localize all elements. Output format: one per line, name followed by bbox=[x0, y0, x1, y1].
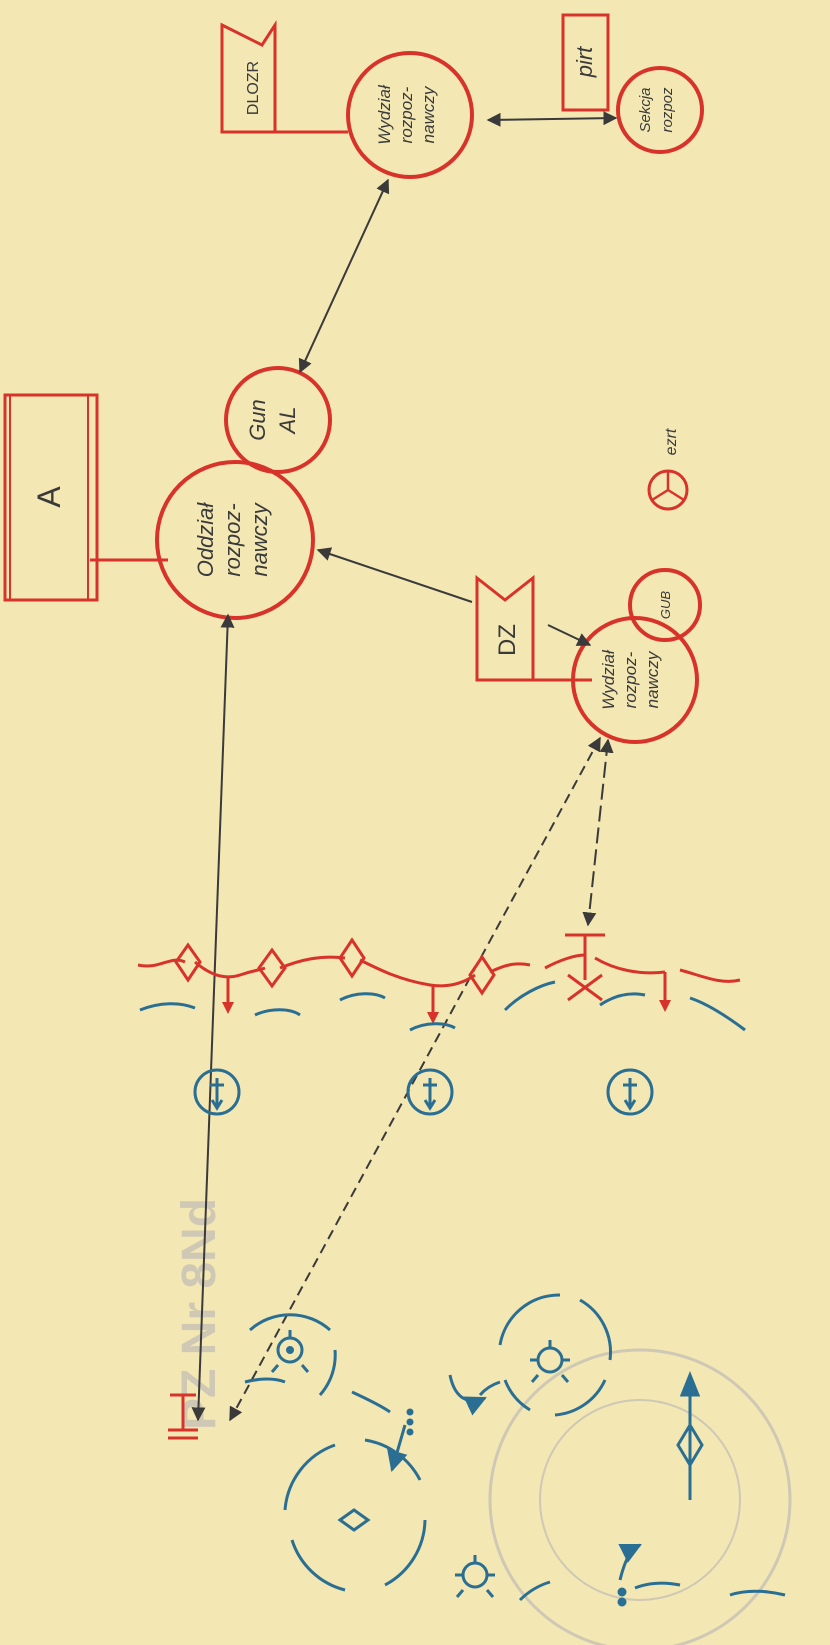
red-barrier-symbol bbox=[168, 1393, 198, 1440]
blue-hatched-lines bbox=[139, 980, 786, 1602]
wydzial-top-label-3: nawczy bbox=[419, 85, 438, 143]
blue-dashed-circle-top bbox=[249, 1313, 337, 1396]
blue-bottom-arrow-dots bbox=[617, 1543, 642, 1607]
box-a-symbol: A bbox=[3, 393, 168, 602]
blue-unit-1 bbox=[193, 1068, 241, 1116]
connector-arrows bbox=[191, 111, 618, 1422]
blue-bottom-sun-symbol bbox=[455, 1555, 495, 1598]
gub-label: GUB bbox=[658, 591, 673, 620]
sekcja-label-1: Sekcja bbox=[637, 87, 654, 132]
pirt-label: pirt bbox=[572, 46, 597, 78]
gun-al-label-1: Gun bbox=[245, 399, 270, 441]
arrow-oddzial-left bbox=[191, 613, 235, 1422]
oddzial-circle: Oddział rozpoz- nawczy bbox=[155, 460, 315, 620]
gun-al-circle: Gun AL bbox=[224, 366, 332, 474]
blue-dashed-circle-lower bbox=[283, 1424, 427, 1592]
gun-al-label-2: AL bbox=[275, 407, 300, 436]
legend-y-label: ezrt bbox=[663, 428, 680, 455]
box-a-label: A bbox=[31, 486, 67, 508]
arrow-wydzial-dashed bbox=[229, 736, 601, 1422]
wydzial-top-label-1: Wydział bbox=[375, 84, 394, 145]
blue-dashed-circle-middle bbox=[448, 1293, 612, 1417]
oddzial-label-3: nawczy bbox=[247, 501, 272, 576]
red-front-arrowheads bbox=[222, 1000, 671, 1024]
blue-arrow-diamond bbox=[676, 1370, 704, 1500]
arrow-dz-oddzial bbox=[316, 547, 473, 603]
wydzial-low-label-2: rozpoz- bbox=[621, 651, 640, 708]
flag-top-label: DLOZR bbox=[245, 61, 262, 115]
flag-dz-label: DZ bbox=[494, 624, 521, 656]
gub-circle: GUB bbox=[628, 568, 702, 642]
legend-y-symbol: ezrt bbox=[647, 428, 689, 511]
oddzial-label-2: rozpoz- bbox=[220, 503, 245, 576]
arrow-wydzial-oddzial bbox=[298, 178, 390, 374]
wydzial-low-label-3: nawczy bbox=[643, 650, 662, 708]
sekcja-label-2: rozpoz bbox=[659, 87, 676, 133]
wydzial-top-circle: Wydział rozpoz- nawczy bbox=[346, 51, 474, 179]
pirt-box-symbol: pirt bbox=[561, 13, 610, 112]
arrow-wydzial-sekcja bbox=[486, 111, 618, 127]
arrow-dz-wydzial bbox=[547, 624, 592, 646]
blue-unit-2 bbox=[406, 1068, 454, 1116]
wydzial-low-label-1: Wydział bbox=[599, 649, 618, 710]
sekcja-circle: Sekcja rozpoz bbox=[616, 66, 704, 154]
wydzial-top-label-2: rozpoz- bbox=[397, 86, 416, 143]
archive-stamp: PZ Nr 8Nd bbox=[173, 1198, 792, 1645]
arrow-wydzial-front bbox=[582, 738, 614, 927]
red-front-line bbox=[137, 933, 741, 1015]
blue-dots-group bbox=[406, 1408, 414, 1436]
blue-unit-3 bbox=[606, 1068, 654, 1116]
flag-dz-symbol: DZ bbox=[475, 574, 592, 682]
flag-top-symbol: DLOZR bbox=[220, 19, 348, 134]
oddzial-label-1: Oddział bbox=[193, 502, 218, 578]
wydzial-low-circle: Wydział rozpoz- nawczy bbox=[571, 616, 699, 744]
